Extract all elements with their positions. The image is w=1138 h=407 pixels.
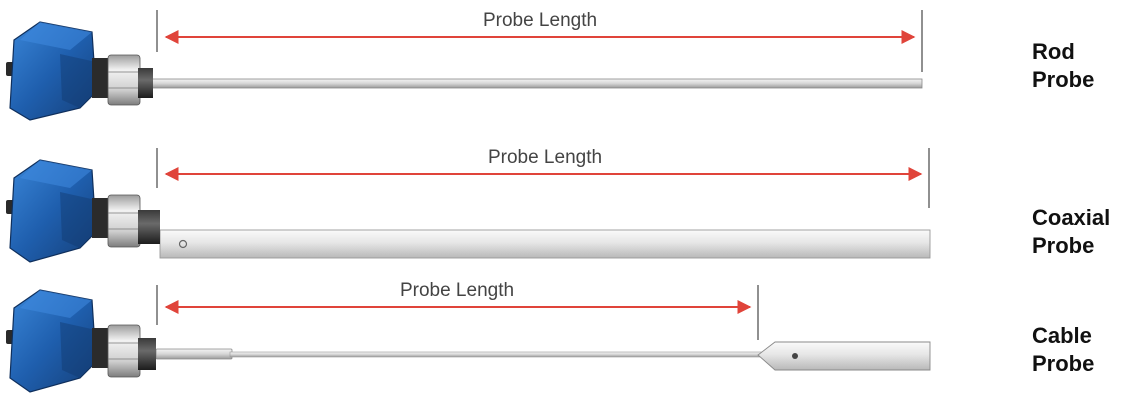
coaxial-tube	[159, 229, 931, 259]
rod-probe-name-line1: Rod	[1032, 39, 1075, 64]
cable-weight	[757, 341, 931, 371]
cable-crimp	[155, 348, 233, 360]
cable-transmitter-housing	[6, 289, 156, 393]
coaxial-probe-name-line1: Coaxial	[1032, 205, 1111, 230]
cable-probe-name-line1: Cable	[1032, 323, 1092, 348]
cable-probe-name: Cable Probe	[1032, 322, 1094, 378]
cable-weight-hole	[792, 353, 798, 359]
coaxial-probe-group	[6, 148, 931, 263]
rod-transmitter-housing	[6, 21, 153, 121]
coaxial-transmitter-housing	[6, 159, 160, 263]
cable-probe-group	[6, 285, 931, 393]
coaxial-dimension-label: Probe Length	[487, 147, 603, 168]
coaxial-vent-hole	[178, 239, 188, 249]
rod-probe-group	[6, 10, 923, 121]
rod-dimension-label: Probe Length	[482, 10, 598, 31]
cable-probe-name-line2: Probe	[1032, 351, 1095, 376]
coaxial-probe-name: Coaxial Probe	[1032, 204, 1110, 260]
cable-line	[229, 351, 763, 358]
rod-probe-name-line2: Probe	[1032, 67, 1095, 92]
rod-shaft	[149, 78, 923, 89]
rod-probe-name: Rod Probe	[1032, 38, 1094, 94]
coaxial-probe-name-line2: Probe	[1032, 233, 1095, 258]
cable-dimension-label: Probe Length	[399, 280, 515, 301]
